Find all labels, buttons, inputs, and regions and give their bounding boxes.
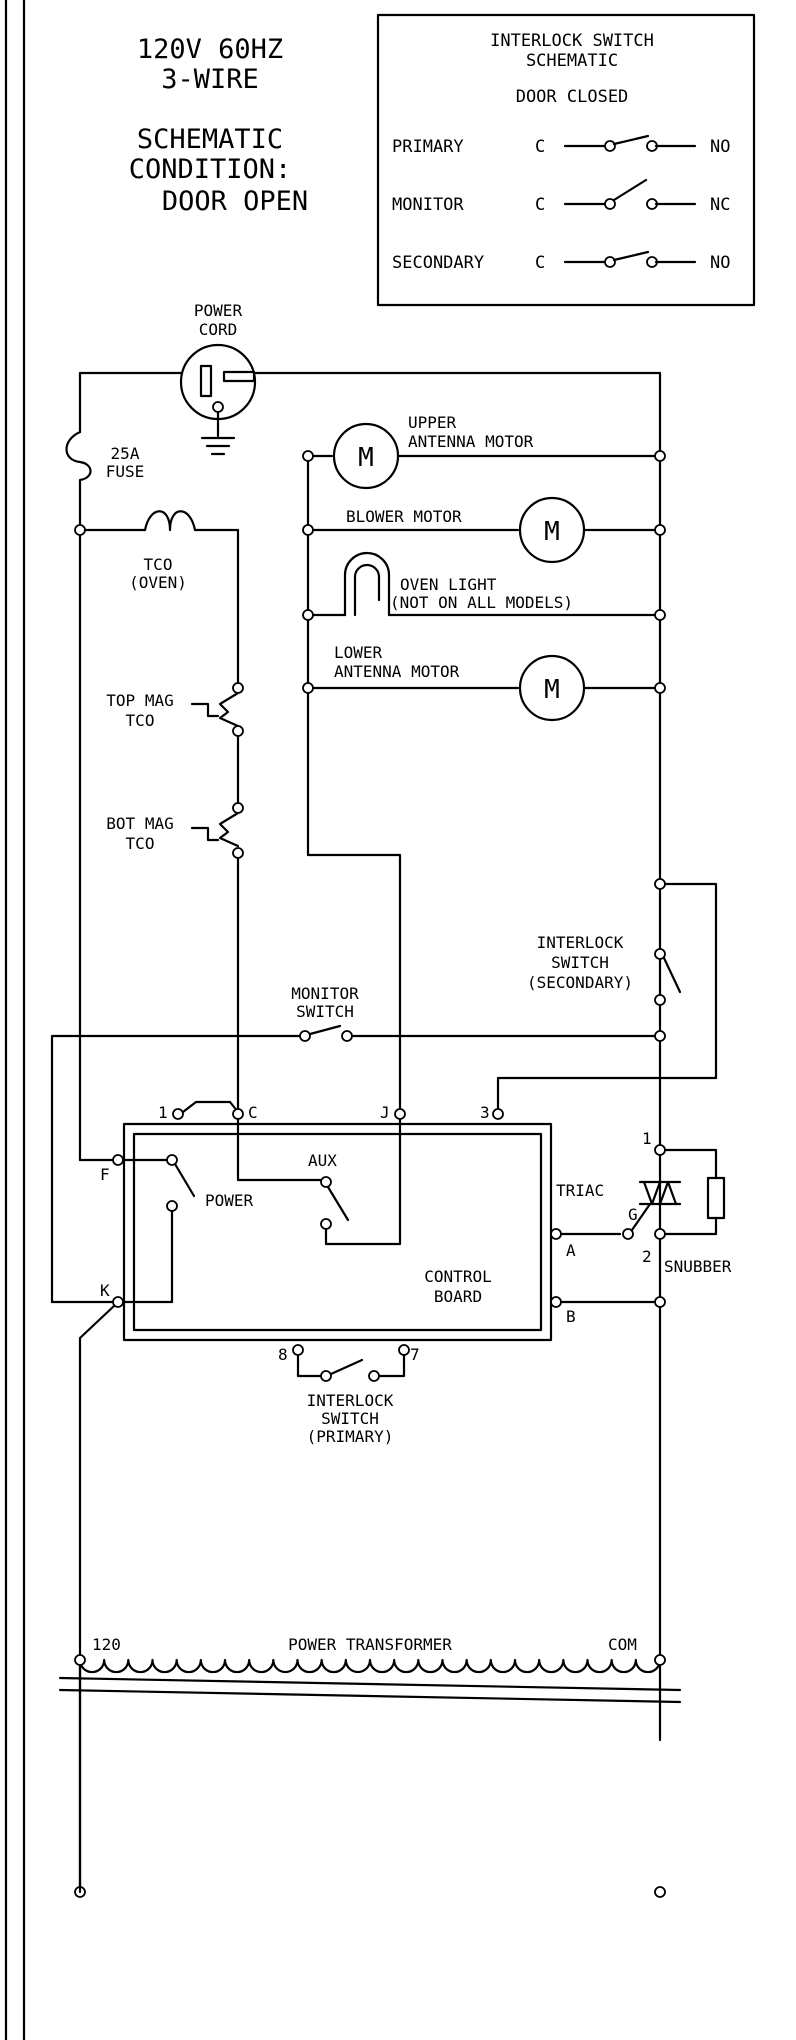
control-board-label-1: CONTROL [424, 1267, 491, 1286]
legend-row-common: C [535, 137, 545, 157]
triac: TRIAC 1 2 G SNUBBER [556, 1129, 732, 1276]
fuse-label-1: 25A [111, 444, 140, 463]
tco-oven: TCO (OVEN) [83, 510, 240, 690]
legend-row-state: NO [710, 137, 730, 157]
top-mag-tco: TOP MAG TCO [106, 682, 244, 737]
transformer-core [58, 1676, 682, 1692]
pin-8: 8 [278, 1345, 288, 1364]
top-mag-label-2: TCO [126, 711, 155, 730]
upper-antenna-motor: M UPPER ANTENNA MOTOR [302, 413, 666, 490]
interlock-sec-label-2: SWITCH [551, 953, 609, 972]
legend-title-1: INTERLOCK SWITCH [490, 31, 654, 51]
legend-row-common: C [535, 195, 545, 215]
pin-7: 7 [410, 1345, 420, 1364]
upper-motor-label-2: ANTENNA MOTOR [408, 432, 534, 451]
interlock-sec-label-3: (SECONDARY) [527, 973, 633, 992]
pin-c: C [248, 1103, 258, 1122]
interlock-secondary: INTERLOCK SWITCH (SECONDARY) [496, 878, 718, 1114]
xfmr-120: 120 [92, 1635, 121, 1654]
interlock-legend: INTERLOCK SWITCH SCHEMATIC DOOR CLOSED P… [376, 13, 756, 307]
power-cord-label-2: CORD [199, 320, 238, 339]
fuse: 25A FUSE [65, 430, 145, 532]
interlock-pri-label-3: (PRIMARY) [307, 1427, 394, 1446]
legend-row-name: MONITOR [392, 195, 464, 215]
power-cord-label-1: POWER [194, 301, 243, 320]
legend-row-monitor: MONITOR C NC [392, 178, 730, 215]
header: 120V 60HZ 3-WIRE SCHEMATIC CONDITION: DO… [129, 34, 308, 217]
xfmr-com: COM [608, 1635, 637, 1654]
condition-line-2: CONDITION: [129, 154, 292, 185]
triac-pin-1: 1 [642, 1129, 652, 1148]
monitor-switch-label-2: SWITCH [296, 1002, 354, 1021]
legend-row-name: SECONDARY [392, 253, 484, 273]
bot-mag-label-2: TCO [126, 834, 155, 853]
blower-motor: M BLOWER MOTOR [302, 496, 666, 564]
power-cord: POWER CORD [179, 301, 257, 456]
pin-b: B [566, 1307, 576, 1326]
lamp-icon [343, 551, 391, 617]
power-label: POWER [205, 1191, 254, 1210]
top-mag-label-1: TOP MAG [106, 691, 173, 710]
supply-wiring: 3-WIRE [161, 64, 259, 95]
monitor-switch-label-1: MONITOR [291, 984, 359, 1003]
tco-label-1: TCO [144, 555, 173, 574]
pin-1: 1 [158, 1103, 168, 1122]
upper-motor-label-1: UPPER [408, 413, 457, 432]
pin-j: J [380, 1103, 390, 1122]
interlock-pri-label-1: INTERLOCK [307, 1391, 394, 1410]
lower-motor-label-1: LOWER [334, 643, 383, 662]
triac-pin-2: 2 [642, 1247, 652, 1266]
legend-row-name: PRIMARY [392, 137, 464, 157]
control-board-label-2: BOARD [434, 1287, 482, 1306]
snubber-label: SNUBBER [664, 1257, 732, 1276]
aux-label: AUX [308, 1151, 337, 1170]
legend-row-common: C [535, 253, 545, 273]
tco-label-2: (OVEN) [129, 573, 187, 592]
oven-light: OVEN LIGHT (NOT ON ALL MODELS) [302, 551, 666, 621]
resistor-icon [706, 1176, 726, 1220]
condition-line-1: SCHEMATIC [137, 124, 283, 155]
legend-box [376, 13, 756, 307]
triac-label: TRIAC [556, 1181, 604, 1200]
monitor-switch: MONITOR SWITCH [50, 984, 666, 1304]
primary-coil [78, 1658, 662, 1674]
legend-title-2: SCHEMATIC [526, 51, 618, 71]
motor-symbol: M [358, 443, 374, 473]
legend-row-secondary: SECONDARY C NO [392, 250, 730, 273]
motor-symbol: M [544, 675, 560, 705]
outer-frame [4, 0, 26, 2040]
pin-f: F [100, 1165, 110, 1184]
control-board: CONTROL BOARD 1 C J 3 AUX F POWER K [50, 1100, 666, 1894]
bot-mag-tco: BOT MAG TCO [106, 802, 244, 859]
terminal [74, 1654, 86, 1666]
pin-g: G [628, 1205, 638, 1224]
interlock-pri-label-2: SWITCH [321, 1409, 379, 1428]
fuse-label-2: FUSE [106, 462, 145, 481]
legend-row-primary: PRIMARY C NO [392, 134, 730, 157]
pin-a: A [566, 1241, 576, 1260]
transformer-core [58, 1688, 682, 1704]
condition-line-3: DOOR OPEN [162, 186, 308, 217]
interlock-sec-label-1: INTERLOCK [537, 933, 624, 952]
blower-motor-label: BLOWER MOTOR [346, 507, 462, 526]
motor-symbol: M [544, 517, 560, 547]
lower-motor-label-2: ANTENNA MOTOR [334, 662, 460, 681]
oven-light-label-1: OVEN LIGHT [400, 575, 497, 594]
lower-antenna-motor: M LOWER ANTENNA MOTOR [302, 643, 666, 722]
legend-row-state: NO [710, 253, 730, 273]
pin-3: 3 [480, 1103, 490, 1122]
oven-light-label-2: (NOT ON ALL MODELS) [390, 593, 573, 612]
power-transformer: 120 POWER TRANSFORMER COM [74, 1635, 666, 1898]
terminal [654, 1654, 666, 1666]
legend-subtitle: DOOR CLOSED [516, 87, 629, 107]
xfmr-title: POWER TRANSFORMER [288, 1635, 452, 1654]
legend-row-state: NC [710, 195, 730, 215]
pin-k: K [100, 1281, 110, 1300]
supply-rating: 120V 60HZ [137, 34, 283, 65]
bot-mag-label-1: BOT MAG [106, 814, 173, 833]
